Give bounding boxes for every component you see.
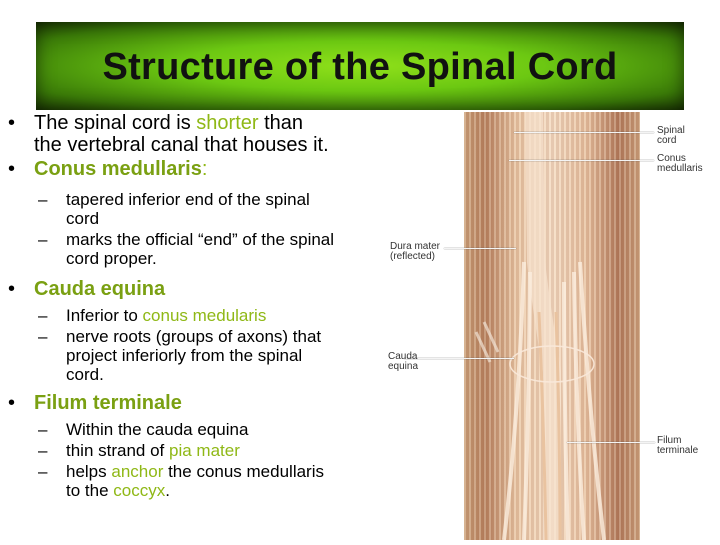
bullet-2: •Conus medullaris:	[8, 158, 208, 180]
sub-bullet: –thin strand of pia mater	[38, 441, 240, 460]
dissection-photo	[464, 111, 640, 541]
term-cauda: Cauda equina	[34, 278, 166, 300]
nerve-roots-illustration	[474, 111, 606, 541]
pointer-filum	[567, 442, 655, 443]
term-filum: Filum terminale	[34, 392, 182, 414]
bullet-4: •Filum terminale	[8, 392, 182, 414]
pointer-cauda	[404, 358, 514, 359]
pointer-dura	[444, 248, 516, 249]
sub-bullet: –Inferior to conus medularis	[38, 306, 267, 325]
sub-bullet: –Within the cauda equina	[38, 420, 249, 439]
highlight-shorter: shorter	[196, 112, 259, 134]
term-conus: Conus medullaris	[34, 158, 202, 180]
slide-title: Structure of the Spinal Cord	[102, 46, 618, 88]
pointer-conus	[509, 160, 654, 161]
title-bar: Structure of the Spinal Cord	[36, 22, 684, 110]
bullet-3: •Cauda equina	[8, 278, 166, 300]
pointer-spinal-cord	[514, 132, 654, 133]
label-dura: Dura mater(reflected)	[390, 241, 441, 262]
